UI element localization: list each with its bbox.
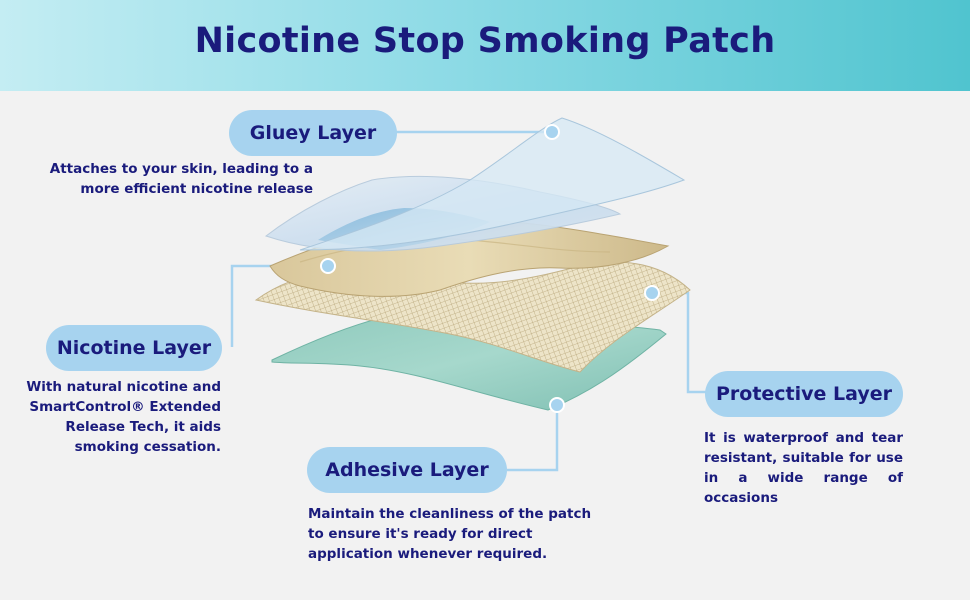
gluey-layer-description: Attaches to your skin, leading to a more… <box>49 161 313 197</box>
nicotine-dot <box>320 258 336 274</box>
adhesive-dot <box>549 397 565 413</box>
page-title: Nicotine Stop Smoking Patch <box>194 21 776 61</box>
adhesive-layer-label: Adhesive Layer <box>307 447 507 493</box>
gluey-film-peel <box>299 117 686 251</box>
protective-layer-description: It is waterproof and tear resistant, sui… <box>704 430 903 506</box>
nicotine-layer-label: Nicotine Layer <box>46 325 222 371</box>
title-banner: Nicotine Stop Smoking Patch <box>0 0 970 91</box>
gluey-layer-label: Gluey Layer <box>229 110 397 156</box>
protective-layer-label: Protective Layer <box>705 371 903 417</box>
adhesive-layer-description: Maintain the cleanliness of the patch to… <box>308 506 592 562</box>
connector-dots <box>320 124 660 413</box>
gluey-dot <box>544 124 560 140</box>
protective-dot <box>644 285 660 301</box>
adhesive-connector <box>507 405 559 472</box>
nicotine-layer-description: With natural nicotine and SmartControl® … <box>26 379 221 455</box>
